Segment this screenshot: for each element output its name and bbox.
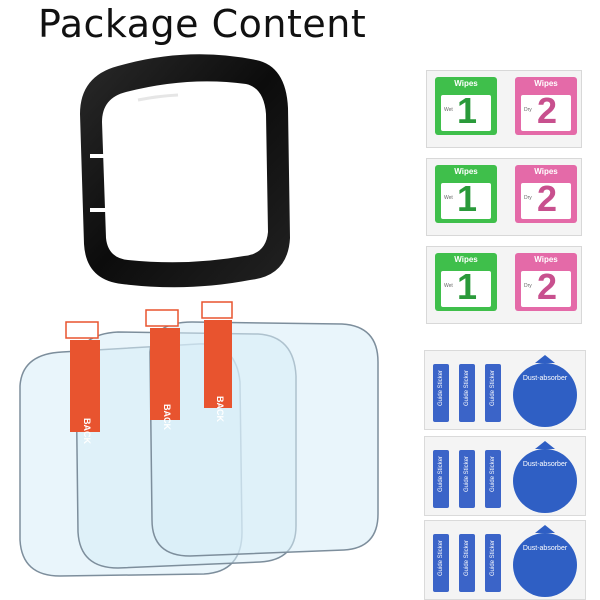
dust-absorber — [513, 355, 577, 427]
dry-wipe: Wipes Dry 2 — [515, 77, 577, 135]
svg-text:BACK: BACK — [82, 418, 92, 444]
watch-case-image — [80, 54, 290, 288]
wipes-pack: Wipes Wet 1 Wipes Dry 2 — [426, 70, 582, 148]
guide-sticker: Guide Sticker — [483, 355, 503, 425]
dust-absorber-label: Dust-absorber — [522, 375, 568, 382]
svg-text:BACK: BACK — [162, 404, 172, 430]
page-title: Package Content — [38, 2, 367, 46]
svg-text:BACK: BACK — [215, 396, 225, 422]
wet-wipe: Wipes Wet 1 — [435, 77, 497, 135]
sticker-pack: Guide Sticker Guide Sticker Guide Sticke… — [424, 350, 586, 430]
screen-protector-films: BACK BACK BACK — [19, 301, 379, 577]
sticker-pack: Guide Sticker Guide Sticker Guide Sticke… — [424, 436, 586, 516]
guide-sticker: Guide Sticker — [431, 355, 451, 425]
guide-sticker: Guide Sticker — [457, 355, 477, 425]
film-tab: BACK — [65, 321, 100, 444]
sticker-pack: Guide Sticker Guide Sticker Guide Sticke… — [424, 520, 586, 600]
